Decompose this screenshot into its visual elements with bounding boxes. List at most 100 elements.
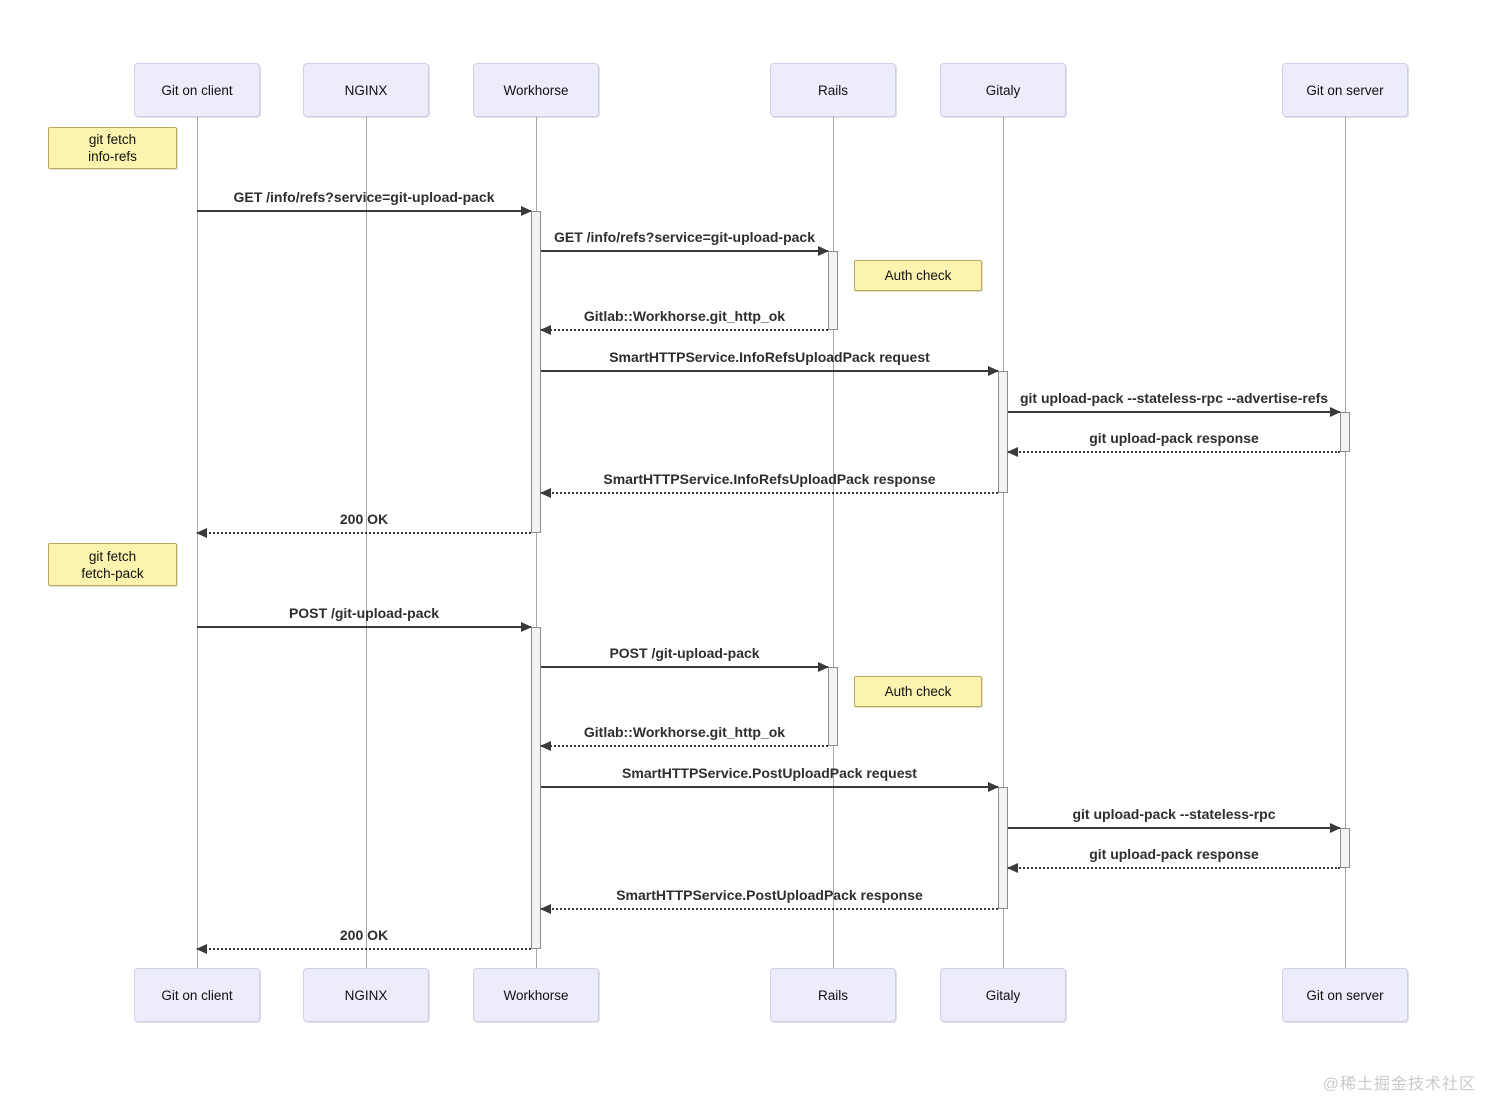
note-line: fetch-pack: [81, 565, 144, 581]
message-label: SmartHTTPService.InfoRefsUploadPack requ…: [609, 349, 930, 365]
note-line: git fetch: [88, 132, 137, 147]
note-auth-check-2: Auth check: [854, 676, 982, 707]
participant-top-nginx: NGINX: [303, 63, 429, 117]
arrowhead: [521, 206, 532, 216]
sequence-message: 200 OK: [196, 511, 531, 538]
message-label: git upload-pack response: [1089, 846, 1259, 862]
participant-top-workhorse: Workhorse: [473, 63, 599, 117]
arrowhead: [1007, 863, 1018, 873]
note-line: Auth check: [884, 268, 952, 283]
activation-workhorse-1: [531, 211, 541, 533]
participant-bottom-rails: Rails: [770, 968, 896, 1022]
note-line: info-refs: [88, 149, 137, 164]
sequence-message: POST /git-upload-pack: [197, 605, 532, 632]
participant-label: Git on server: [1306, 987, 1384, 1003]
lifeline-git-on-client: [197, 117, 198, 968]
arrowhead: [521, 622, 532, 632]
arrowhead: [1330, 407, 1341, 417]
message-line: [541, 370, 998, 372]
message-label: POST /git-upload-pack: [288, 605, 440, 621]
participant-label: Rails: [817, 82, 848, 98]
sequence-message: Gitlab::Workhorse.git_http_ok: [540, 308, 828, 335]
message-line: [541, 492, 998, 494]
participant-top-rails: Rails: [770, 63, 896, 117]
arrowhead: [988, 782, 999, 792]
note-git-fetch-info-refs: git fetch info-refs: [48, 127, 177, 169]
message-label: Gitlab::Workhorse.git_http_ok: [583, 308, 786, 324]
sequence-message: git upload-pack response: [1007, 846, 1340, 873]
sequence-message: git upload-pack response: [1007, 430, 1340, 457]
participant-bottom-workhorse: Workhorse: [473, 968, 599, 1022]
participant-bottom-nginx: NGINX: [303, 968, 429, 1022]
arrowhead: [540, 488, 551, 498]
activation-gitaly-1: [998, 371, 1008, 493]
activation-git-on-server-2: [1340, 828, 1350, 868]
message-label: 200 OK: [339, 511, 389, 527]
arrowhead: [540, 741, 551, 751]
sequence-message: GET /info/refs?service=git-upload-pack: [541, 229, 829, 256]
participant-label: Rails: [817, 987, 848, 1003]
message-line: [197, 626, 531, 628]
participant-label: NGINX: [344, 82, 388, 98]
lifeline-nginx: [366, 117, 367, 968]
arrowhead: [196, 528, 207, 538]
note-auth-check-1: Auth check: [854, 260, 982, 291]
participant-label: Gitaly: [985, 987, 1021, 1003]
message-label: 200 OK: [339, 927, 389, 943]
participant-top-gitaly: Gitaly: [940, 63, 1066, 117]
participant-label: Git on client: [161, 82, 233, 98]
arrowhead: [818, 246, 829, 256]
participant-top-git-on-server: Git on server: [1282, 63, 1408, 117]
lifeline-git-on-server: [1345, 117, 1346, 968]
activation-gitaly-2: [998, 787, 1008, 909]
sequence-message: git upload-pack --stateless-rpc: [1008, 806, 1341, 833]
sequence-message: POST /git-upload-pack: [541, 645, 829, 672]
message-line: [541, 745, 828, 747]
participant-top-git-on-client: Git on client: [134, 63, 260, 117]
message-label: git upload-pack --stateless-rpc: [1072, 806, 1276, 822]
message-label: GET /info/refs?service=git-upload-pack: [233, 189, 495, 205]
message-line: [541, 786, 998, 788]
message-line: [197, 210, 531, 212]
activation-git-on-server-1: [1340, 412, 1350, 452]
activation-rails-2: [828, 667, 838, 746]
message-line: [1008, 451, 1340, 453]
note-line: Auth check: [884, 684, 952, 699]
participant-label: NGINX: [344, 987, 388, 1003]
participant-bottom-git-on-server: Git on server: [1282, 968, 1408, 1022]
activation-rails-1: [828, 251, 838, 330]
arrowhead: [540, 325, 551, 335]
message-line: [541, 666, 828, 668]
note-line: git fetch: [88, 548, 137, 564]
arrowhead: [196, 944, 207, 954]
lifeline-gitaly: [1003, 117, 1004, 968]
message-label: POST /git-upload-pack: [609, 645, 760, 661]
arrowhead: [540, 904, 551, 914]
message-label: git upload-pack response: [1089, 430, 1259, 446]
sequence-message: Gitlab::Workhorse.git_http_ok: [540, 724, 828, 751]
message-label: GET /info/refs?service=git-upload-pack: [553, 229, 815, 245]
sequence-message: SmartHTTPService.InfoRefsUploadPack resp…: [540, 471, 998, 498]
watermark: @稀土掘金技术社区: [1322, 1076, 1476, 1093]
participant-bottom-git-on-client: Git on client: [134, 968, 260, 1022]
message-label: SmartHTTPService.InfoRefsUploadPack resp…: [603, 471, 936, 487]
participant-label: Workhorse: [503, 987, 569, 1003]
message-label: git upload-pack --stateless-rpc --advert…: [1019, 390, 1329, 406]
message-label: SmartHTTPService.PostUploadPack request: [622, 765, 917, 781]
participant-label: Workhorse: [503, 82, 569, 98]
message-line: [1008, 867, 1340, 869]
message-label: SmartHTTPService.PostUploadPack response: [616, 887, 923, 903]
arrowhead: [1330, 823, 1341, 833]
participant-bottom-gitaly: Gitaly: [940, 968, 1066, 1022]
arrowhead: [1007, 447, 1018, 457]
participant-label: Git on server: [1306, 82, 1384, 98]
message-line: [197, 532, 531, 534]
lifeline-rails: [833, 117, 834, 968]
arrowhead: [818, 662, 829, 672]
sequence-message: git upload-pack --stateless-rpc --advert…: [1008, 390, 1341, 417]
message-line: [541, 329, 828, 331]
message-line: [1008, 411, 1340, 413]
message-label: Gitlab::Workhorse.git_http_ok: [583, 724, 786, 740]
note-git-fetch-fetch-pack: git fetch fetch-pack: [48, 543, 177, 586]
